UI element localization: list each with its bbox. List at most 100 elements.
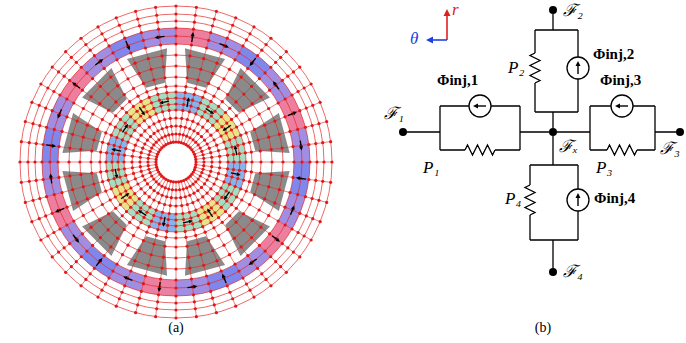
mesh-node	[174, 132, 177, 135]
mesh-node	[245, 189, 248, 192]
magnet-arrow-head	[123, 276, 127, 280]
mesh-node	[232, 168, 235, 171]
mesh-node	[103, 254, 106, 257]
mesh-node	[138, 72, 141, 75]
mesh-node	[251, 102, 254, 105]
mesh-node	[209, 100, 212, 103]
mesh-node	[215, 119, 218, 122]
mesh-node	[119, 203, 122, 206]
magnet-arrow	[220, 44, 226, 46]
mesh-node	[206, 202, 209, 205]
mesh-node	[174, 316, 177, 319]
mesh-node	[286, 75, 289, 78]
mesh-node	[211, 297, 214, 300]
mesh-node	[232, 160, 235, 163]
mesh-node	[126, 244, 129, 247]
mesh-node	[264, 278, 267, 281]
mesh-node	[75, 260, 78, 263]
magnet-arrow-head	[55, 209, 59, 213]
magnet-arrow-head	[210, 110, 214, 114]
mesh-node	[174, 218, 177, 221]
mesh-node	[133, 62, 136, 65]
mesh-node	[44, 106, 47, 109]
mesh-node	[163, 203, 166, 206]
flux-source-symbol	[469, 95, 491, 117]
mesh-node	[93, 54, 96, 57]
rotor-magnet	[176, 210, 203, 232]
mesh-node	[119, 128, 122, 131]
mesh-node	[96, 193, 99, 196]
mesh-node	[148, 195, 151, 198]
source-label: Φinj,4	[594, 190, 635, 207]
mesh-node	[201, 225, 204, 228]
mesh-node	[104, 160, 107, 163]
mesh-line	[195, 122, 326, 157]
mesh-node	[241, 276, 244, 279]
mesh-node	[188, 266, 191, 269]
mesh-node	[139, 114, 142, 117]
mesh-node	[191, 138, 194, 141]
mesh-node	[184, 126, 187, 129]
magnet-arrow	[236, 149, 237, 155]
mesh-node	[211, 197, 214, 200]
mesh-node	[156, 93, 159, 96]
mesh-node	[264, 43, 267, 46]
mesh-node	[311, 217, 314, 220]
mesh-line	[21, 142, 156, 160]
mesh-node	[270, 173, 273, 176]
mesh-node	[114, 195, 117, 198]
circuit-node: ℱ₂	[549, 6, 557, 14]
node-label: ℱ₂	[563, 1, 583, 21]
mesh-node	[231, 24, 234, 27]
magnet-arrow-head	[296, 176, 300, 180]
magnet-arrow-head	[223, 127, 227, 131]
mesh-node	[115, 136, 118, 139]
mesh-node	[193, 300, 196, 303]
mesh-node	[143, 142, 146, 145]
mesh-node	[99, 150, 102, 153]
mesh-node	[135, 110, 138, 113]
mesh-node	[280, 174, 283, 177]
mesh-node	[20, 140, 23, 143]
mesh-node	[156, 192, 159, 195]
mesh-node	[228, 68, 231, 71]
mesh-node	[39, 238, 42, 241]
mesh-node	[166, 97, 169, 100]
mesh-node	[104, 38, 107, 41]
mesh-node	[236, 177, 239, 180]
mesh-node	[211, 72, 214, 75]
mesh-node	[225, 121, 228, 124]
mesh-line	[32, 102, 158, 154]
mesh-node	[213, 303, 216, 306]
mesh-node	[152, 78, 155, 81]
mesh-node	[132, 172, 135, 175]
mesh-node	[136, 95, 139, 98]
mesh-node	[51, 65, 54, 68]
mesh-node	[250, 85, 253, 88]
mesh-node	[166, 224, 169, 227]
mesh-node	[207, 39, 210, 42]
mesh-node	[174, 224, 177, 227]
mesh-node	[65, 115, 68, 118]
mesh-node	[28, 141, 31, 144]
mesh-node	[157, 293, 160, 296]
mesh-node	[142, 82, 145, 85]
mesh-node	[89, 272, 92, 275]
mesh-node	[81, 89, 84, 92]
mesh-node	[212, 95, 215, 98]
mesh-node	[116, 160, 119, 163]
mesh-node	[143, 129, 146, 132]
mesh-node	[82, 136, 85, 139]
mesh-node	[146, 182, 149, 185]
mesh-node	[125, 111, 128, 114]
mesh-node	[273, 119, 276, 122]
mesh-node	[158, 99, 161, 102]
mesh-node	[222, 141, 225, 144]
mesh-node	[277, 219, 280, 222]
mesh-node	[152, 143, 155, 146]
mesh-node	[134, 144, 137, 147]
mesh-node	[307, 178, 310, 181]
branch-wire	[535, 14, 578, 128]
mesh-node	[163, 245, 166, 248]
rotor-magnet	[224, 135, 246, 162]
